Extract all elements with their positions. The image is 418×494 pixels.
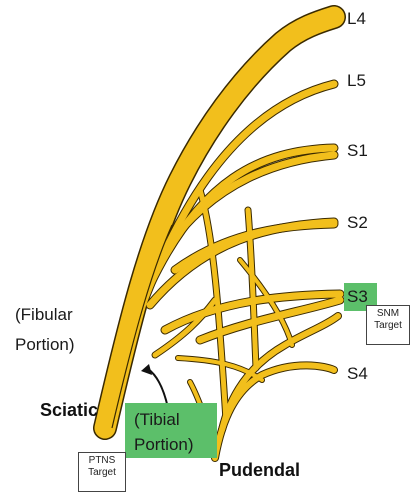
root-label-s2: S2 [347, 214, 368, 231]
pudendal-label: Pudendal [219, 460, 300, 481]
fibular-portion-label: (Fibular Portion) [15, 304, 75, 356]
tibial-line1: (Tibial [134, 409, 194, 430]
root-label-s4: S4 [347, 365, 368, 382]
root-label-l4: L4 [347, 10, 366, 27]
tibial-portion-label: (Tibial Portion) [134, 409, 194, 456]
ptns-target-line2: Target [82, 467, 122, 479]
sciatic-label: Sciatic [40, 400, 98, 421]
fibular-line1: (Fibular [15, 304, 75, 325]
root-label-l5: L5 [347, 72, 366, 89]
snm-target-box: SNM Target [366, 305, 410, 345]
ptns-target-box: PTNS Target [78, 452, 126, 492]
tibial-arrow-head [141, 364, 152, 375]
nerve-fills [105, 17, 340, 458]
root-label-s3: S3 [347, 288, 368, 305]
snm-target-line1: SNM [370, 308, 406, 320]
tibial-line2: Portion) [134, 434, 194, 455]
snm-target-line2: Target [370, 320, 406, 332]
ptns-target-line1: PTNS [82, 455, 122, 467]
fibular-line2: Portion) [15, 334, 75, 355]
root-label-s1: S1 [347, 142, 368, 159]
